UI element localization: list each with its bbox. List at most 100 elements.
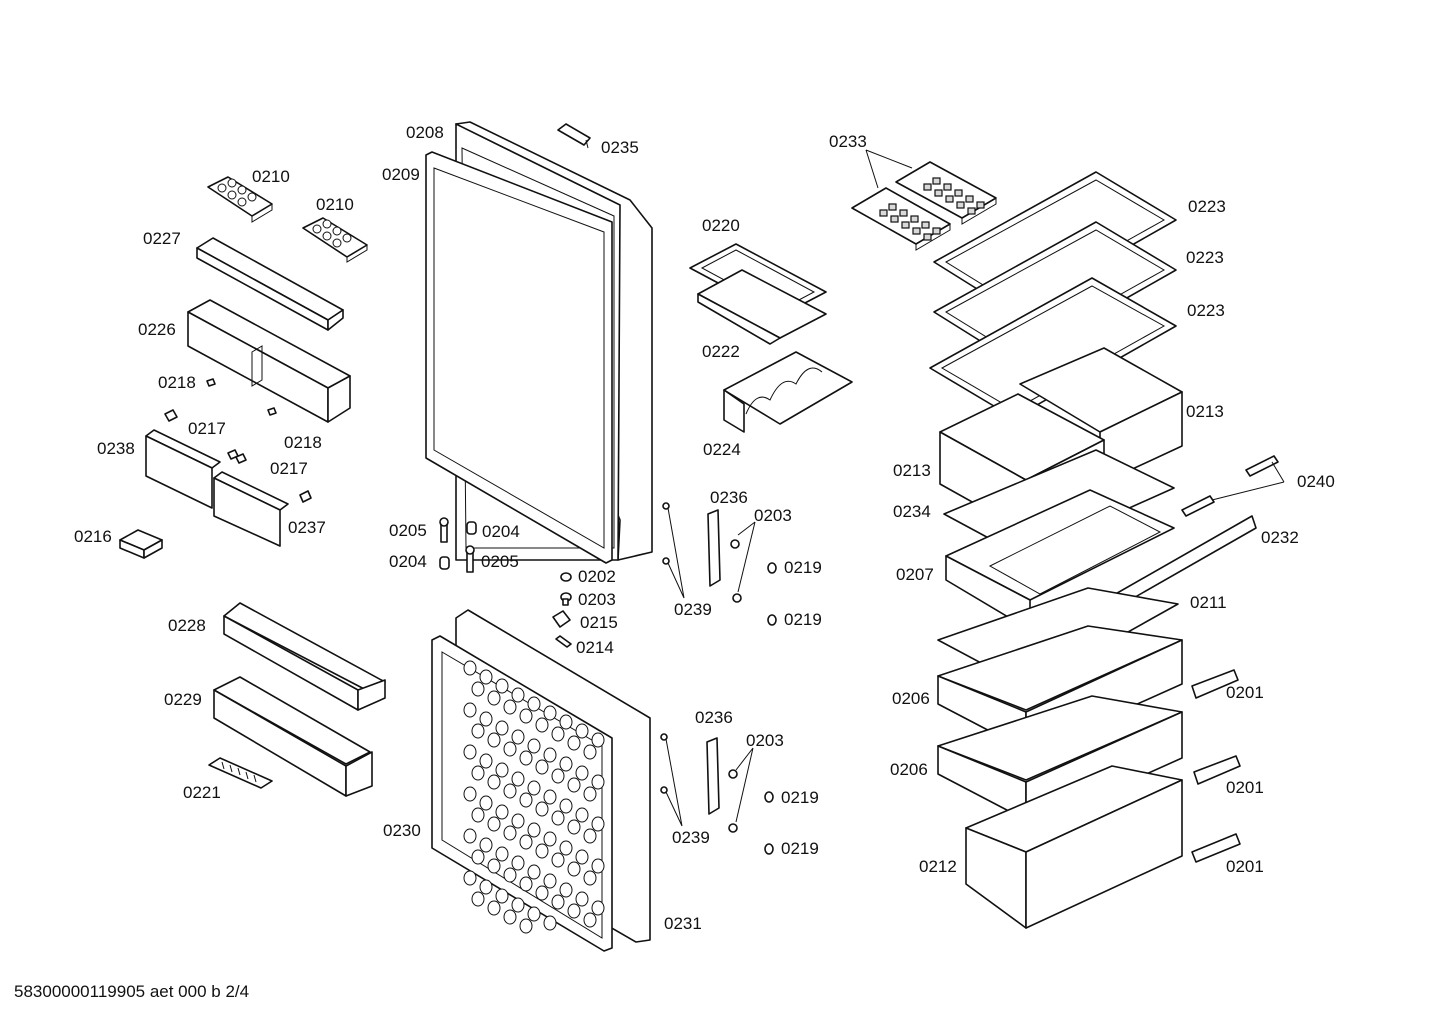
leader-0233 xyxy=(865,149,913,189)
label-0211: 0211 xyxy=(1190,593,1227,612)
panel-dot xyxy=(463,660,477,676)
ring-0202 xyxy=(560,572,572,582)
panel-dot xyxy=(487,858,501,874)
panel-dot xyxy=(575,849,589,865)
label-0210-a: 0210 xyxy=(252,167,290,186)
label-0203-a: 0203 xyxy=(578,590,616,609)
panel-dot xyxy=(519,792,533,808)
label-0217-a: 0217 xyxy=(188,419,226,438)
hinge-0217-b xyxy=(227,449,247,464)
egg-tray-0210-b xyxy=(302,217,368,263)
panel-dot xyxy=(511,729,525,745)
panel-dot xyxy=(543,705,557,721)
panel-dot xyxy=(543,915,557,931)
ice-cell xyxy=(976,201,985,209)
panel-dot xyxy=(495,762,509,778)
panel-dot xyxy=(567,735,581,751)
panel-dot xyxy=(471,891,485,907)
door-handle-0236-b xyxy=(706,737,720,815)
ice-cell xyxy=(888,203,897,211)
label-0202: 0202 xyxy=(578,567,616,586)
label-0231: 0231 xyxy=(664,914,702,933)
panel-dot xyxy=(479,753,493,769)
label-0223-c: 0223 xyxy=(1187,301,1225,320)
door-gasket-0209 xyxy=(425,151,613,564)
bottle-rack-0224 xyxy=(723,351,853,433)
screws-upper xyxy=(662,502,742,603)
label-0223-b: 0223 xyxy=(1186,248,1224,267)
screw-0205-a xyxy=(439,517,449,543)
ice-cell xyxy=(921,221,930,229)
ice-tray-cells xyxy=(879,177,985,241)
panel-dot xyxy=(543,747,557,763)
panel-dot xyxy=(527,738,541,754)
panel-dot xyxy=(503,783,517,799)
label-0229: 0229 xyxy=(164,690,202,709)
panel-dot xyxy=(591,774,605,790)
handle-cover-0235 xyxy=(557,123,591,146)
panel-dot xyxy=(591,900,605,916)
label-0222: 0222 xyxy=(702,342,740,361)
rail-0201-b xyxy=(1193,755,1241,785)
panel-dot xyxy=(495,678,509,694)
panel-dot xyxy=(471,849,485,865)
panel-dot xyxy=(487,690,501,706)
label-0219-d: 0219 xyxy=(781,839,819,858)
label-0232: 0232 xyxy=(1261,528,1299,547)
panel-dot xyxy=(503,699,517,715)
panel-dot xyxy=(487,732,501,748)
ice-cell xyxy=(910,215,919,223)
panel-dot xyxy=(543,831,557,847)
panel-dot xyxy=(495,804,509,820)
panel-dot xyxy=(591,816,605,832)
ice-cell xyxy=(923,233,932,241)
panel-dot xyxy=(575,723,589,739)
panel-dot xyxy=(471,723,485,739)
screws-lower xyxy=(660,733,738,833)
panel-dot xyxy=(559,756,573,772)
ice-cell xyxy=(945,195,954,203)
label-0206-b: 0206 xyxy=(890,760,928,779)
label-0213-b: 0213 xyxy=(893,461,931,480)
ice-cell xyxy=(965,195,974,203)
label-0210-b: 0210 xyxy=(316,195,354,214)
nut-0204-b xyxy=(439,556,450,570)
panel-dot xyxy=(527,780,541,796)
panel-dot xyxy=(495,888,509,904)
label-0223-a: 0223 xyxy=(1188,197,1226,216)
ice-cell xyxy=(932,177,941,185)
clip-0218-b xyxy=(267,407,277,416)
door-shelf-0227 xyxy=(196,237,344,331)
door-shelf-0229 xyxy=(213,676,373,797)
panel-dot xyxy=(479,879,493,895)
ice-cell xyxy=(934,189,943,197)
label-0205-a: 0205 xyxy=(389,521,427,540)
panel-dot xyxy=(583,786,597,802)
ice-cell xyxy=(967,207,976,215)
panel-dot xyxy=(543,789,557,805)
label-0218-a: 0218 xyxy=(158,373,196,392)
door-handle-0236-a xyxy=(707,509,721,587)
panel-dot xyxy=(471,807,485,823)
document-id: 58300000119905 aet 000 b 2/4 xyxy=(14,982,250,1001)
glass-shelf-0223-c xyxy=(929,277,1177,419)
door-box-0226 xyxy=(187,299,351,423)
label-0205-b: 0205 xyxy=(481,552,519,571)
panel-dot xyxy=(519,750,533,766)
panel-dot xyxy=(479,837,493,853)
label-0226: 0226 xyxy=(138,320,176,339)
panel-dot xyxy=(559,798,573,814)
panel-dot xyxy=(503,741,517,757)
label-0239-a: 0239 xyxy=(674,600,712,619)
door-panel-dots xyxy=(463,660,605,934)
panel-dot xyxy=(583,870,597,886)
screw-0205-b xyxy=(465,545,475,573)
panel-dot xyxy=(567,903,581,919)
panel-dot xyxy=(503,825,517,841)
ice-cell xyxy=(956,201,965,209)
panel-dot xyxy=(575,765,589,781)
label-0213-a: 0213 xyxy=(1186,402,1224,421)
label-0218-b: 0218 xyxy=(284,433,322,452)
label-0204-a: 0204 xyxy=(482,522,520,541)
label-0216: 0216 xyxy=(74,527,112,546)
